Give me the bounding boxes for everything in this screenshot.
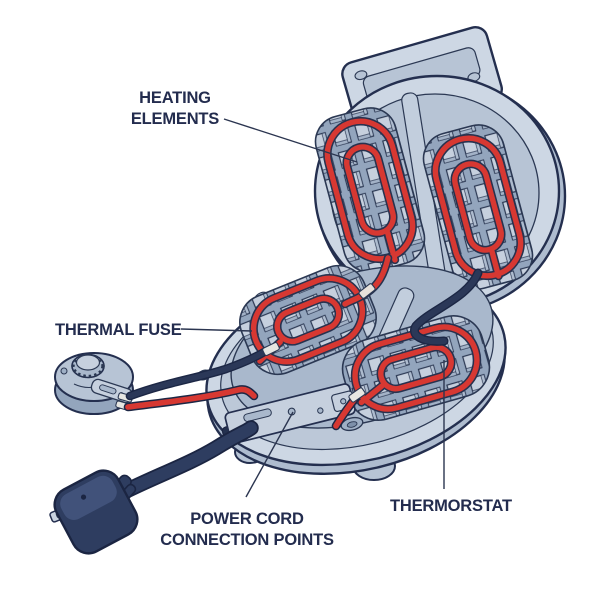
leader-heating-elements [223, 118, 358, 163]
wire-red-dial-to-base [125, 386, 257, 410]
terminal-slot [243, 408, 272, 422]
leader-lines [180, 118, 445, 498]
labels: HEATING ELEMENTS THERMAL FUSE POWER CORD… [55, 89, 512, 549]
label-heating-elements-line1: HEATING [139, 89, 211, 107]
power-plug [49, 469, 139, 555]
wire-navy-dial-to-element [127, 348, 269, 399]
leader-power-cord [245, 411, 294, 498]
dial-knob [71, 353, 105, 379]
terminal-screw [287, 407, 296, 416]
label-power-cord-line1: POWER CORD [190, 510, 304, 528]
label-thermal-fuse: THERMAL FUSE [55, 321, 182, 339]
knob-knurling [71, 353, 105, 379]
upper-lid [313, 26, 567, 315]
terminal-screw-small [317, 407, 324, 414]
plug-screw-dot [80, 494, 87, 500]
terminal-tab-hole [340, 398, 347, 405]
spade-connector-navy [262, 342, 280, 356]
lid-bracket-hole-left [354, 70, 368, 81]
leader-thermal-fuse [180, 328, 253, 332]
base-right-waffle-section [341, 315, 491, 421]
spade-connector-jumper [358, 283, 376, 299]
plug-body-highlight [60, 475, 117, 520]
wire-navy-lid-to-base-element [411, 269, 482, 345]
heating-element-loop-lid-right [431, 134, 525, 281]
spade-connector-red [348, 387, 366, 403]
label-thermostat: THERMORSTAT [390, 497, 512, 515]
heating-element-loop-base-right [350, 322, 482, 414]
dial-hole-small [60, 367, 68, 375]
internal-wiring [123, 253, 483, 431]
power-cord [106, 422, 257, 504]
power-cord-and-plug [49, 420, 259, 555]
lid-right-waffle-section [422, 124, 534, 290]
dial-bracket-slot [99, 384, 117, 395]
knob-top [75, 354, 101, 371]
base-vent-hole [340, 416, 364, 432]
thermostat-dial-assembly [54, 352, 134, 415]
plug-body [53, 469, 139, 555]
lid-left-waffle-section [314, 107, 426, 273]
label-heating-elements-line2: ELEMENTS [131, 110, 219, 128]
label-power-cord-line2: CONNECTION POINTS [160, 531, 334, 549]
